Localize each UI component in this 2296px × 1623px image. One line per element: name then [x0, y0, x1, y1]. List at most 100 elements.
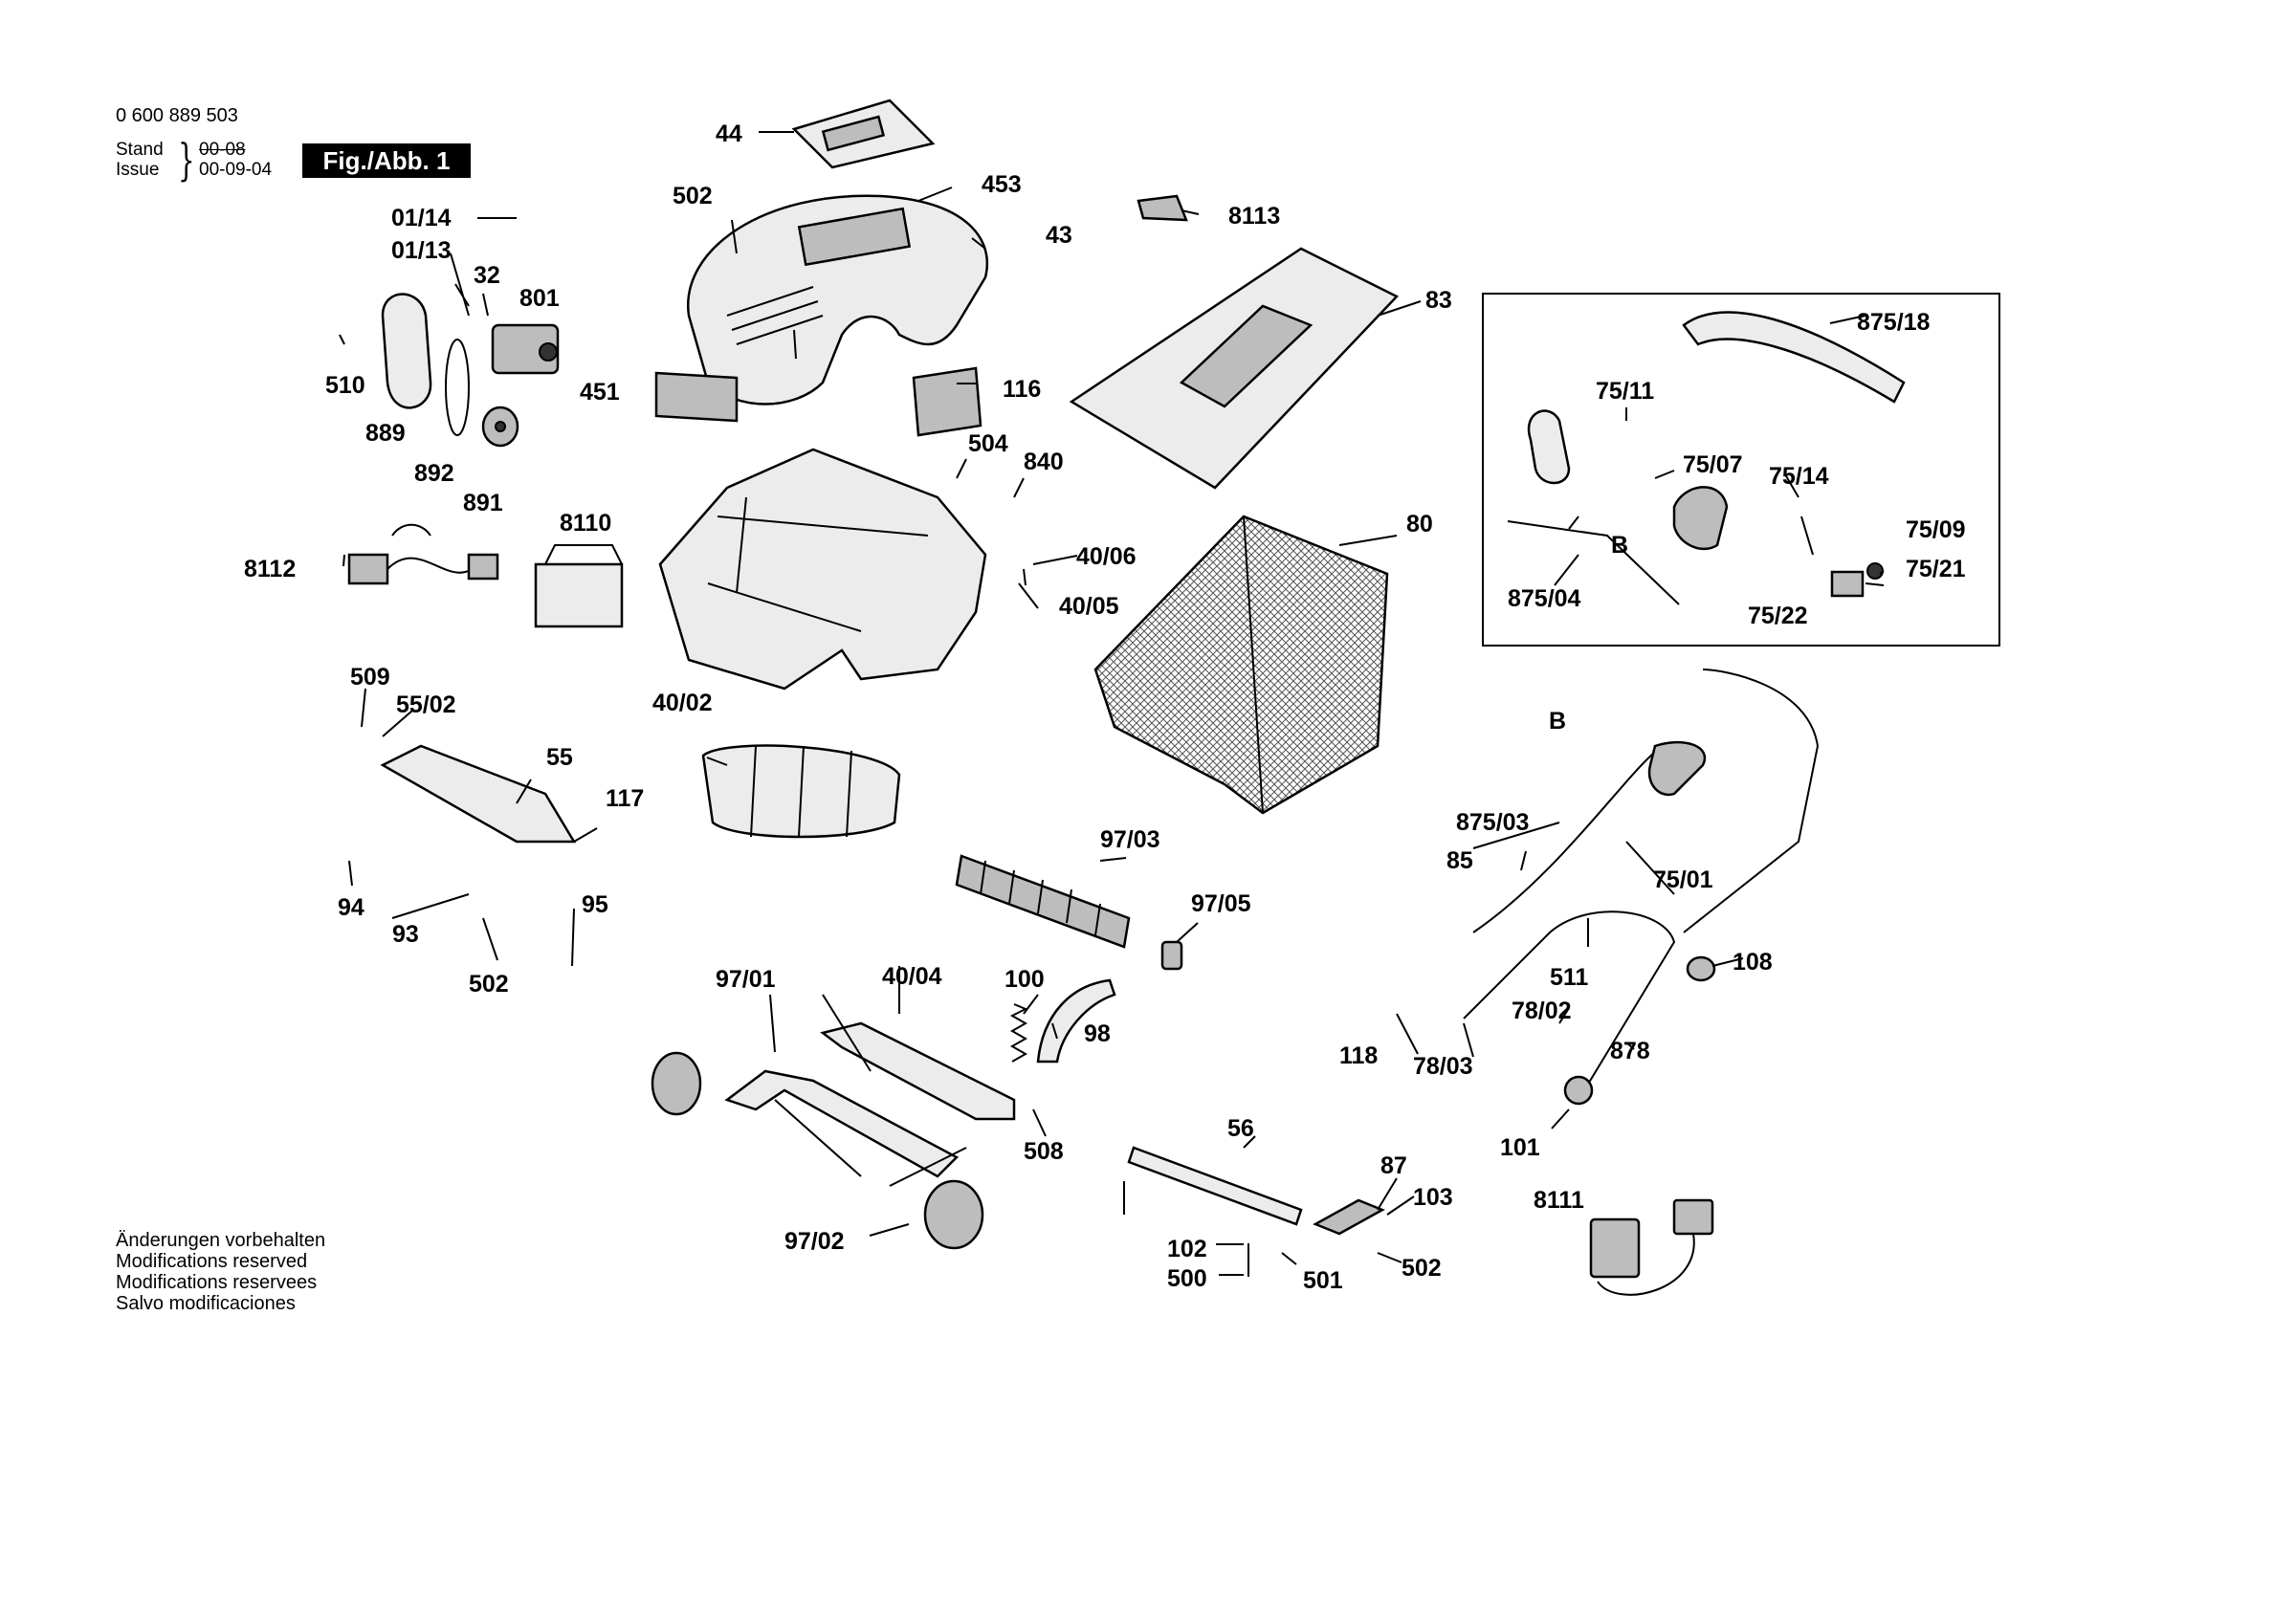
callout-502: 502	[469, 971, 509, 998]
callout-889: 889	[365, 420, 406, 447]
callout-75-09: 75/09	[1906, 516, 1966, 543]
callout-75-22: 75/22	[1748, 603, 1808, 629]
figure-badge: Fig./Abb. 1	[302, 143, 471, 178]
callout-97-02: 97/02	[784, 1228, 845, 1255]
callout-118: 118	[1339, 1042, 1378, 1069]
callout-56: 56	[1227, 1115, 1254, 1142]
callout-108: 108	[1733, 949, 1773, 976]
callout-875-04: 875/04	[1508, 585, 1581, 612]
callout-40-05: 40/05	[1059, 593, 1119, 620]
part-878-lower-handle	[1463, 910, 1676, 1101]
callout-500: 500	[1167, 1265, 1207, 1292]
new-date: 00-09-04	[199, 160, 273, 180]
part-40-02-comb	[701, 744, 901, 839]
callout-98: 98	[1084, 1020, 1111, 1047]
callout-75-07: 75/07	[1683, 451, 1743, 478]
part-small-screws	[339, 219, 1249, 1277]
inset-handle-detail	[1482, 293, 2000, 647]
callout-451: 451	[580, 379, 620, 406]
callout-78-03: 78/03	[1413, 1053, 1473, 1080]
part-116-filter	[912, 366, 982, 437]
part-892-belt	[445, 339, 470, 436]
callout-43: 43	[1046, 222, 1072, 249]
callout-102: 102	[1167, 1236, 1207, 1262]
callout-87: 87	[1380, 1152, 1407, 1179]
issue-label: Issue	[116, 160, 160, 180]
callout-103: 103	[1413, 1184, 1453, 1211]
note-line: Modifications reserved	[116, 1251, 308, 1272]
part-97-02-wheels	[651, 1051, 984, 1250]
callout-875-18: 875/18	[1857, 309, 1931, 336]
callout-891: 891	[463, 490, 503, 516]
callout-b: B	[1611, 532, 1628, 559]
callout-80: 80	[1406, 511, 1433, 537]
part-891-pulley	[481, 406, 519, 448]
callout-892: 892	[414, 460, 454, 487]
callout-55: 55	[546, 744, 573, 771]
callout-75-21: 75/21	[1906, 556, 1966, 582]
part-97-01-frame	[724, 1021, 1016, 1187]
brace-icon: }	[178, 134, 195, 186]
callout-55-02: 55/02	[396, 691, 456, 718]
callout-97-05: 97/05	[1191, 890, 1251, 917]
part-801-motor	[491, 323, 560, 375]
callout-117: 117	[606, 785, 644, 812]
part-44-cover-plate	[791, 99, 936, 169]
callout-01-13: 01/13	[391, 237, 452, 264]
part-83-flap	[1069, 247, 1400, 490]
notes-block: Änderungen vorbehalten Modifications res…	[116, 1230, 325, 1314]
stand-label: Stand	[116, 140, 164, 160]
callout-8110: 8110	[560, 510, 611, 537]
callout-97-01: 97/01	[716, 966, 776, 993]
callout-801: 801	[519, 285, 560, 312]
callout-78-02: 78/02	[1512, 998, 1572, 1024]
callout-93: 93	[392, 921, 419, 948]
callout-511: 511	[1550, 964, 1588, 991]
callout-85: 85	[1446, 847, 1473, 874]
callout-501: 501	[1303, 1267, 1343, 1294]
part-108-cap	[1686, 955, 1716, 982]
callout-75-14: 75/14	[1769, 463, 1829, 490]
part-56-blade	[1127, 1146, 1303, 1226]
part-840-chassis	[658, 448, 987, 691]
callout-840: 840	[1024, 449, 1064, 475]
callout-32: 32	[474, 262, 500, 289]
part-97-03-roller	[955, 854, 1131, 949]
callout-44: 44	[716, 121, 742, 147]
callout-453: 453	[982, 171, 1022, 198]
callout-509: 509	[350, 664, 390, 691]
part-8112-wiring	[347, 523, 499, 585]
part-451-label	[654, 371, 739, 423]
callout-97-03: 97/03	[1100, 826, 1160, 853]
callout-504: 504	[968, 430, 1008, 457]
callout-8113: 8113	[1228, 203, 1280, 230]
callout-875-03: 875/03	[1456, 809, 1529, 836]
part-98-bracket	[1036, 978, 1116, 1064]
note-line: Modifications reservees	[116, 1272, 318, 1293]
callout-8111: 8111	[1534, 1187, 1584, 1214]
leader-lines	[342, 131, 1885, 1276]
callout-502: 502	[1402, 1255, 1442, 1282]
callout-40-06: 40/06	[1076, 543, 1137, 570]
callout-40-04: 40/04	[882, 963, 942, 990]
old-date: 00-08	[199, 140, 246, 160]
part-55-arm	[380, 744, 577, 844]
callout-878: 878	[1610, 1038, 1650, 1064]
callout-8112: 8112	[244, 556, 296, 582]
callout-502: 502	[673, 183, 713, 209]
part-453-hood	[686, 194, 989, 406]
callout-100: 100	[1004, 966, 1045, 993]
callout-95: 95	[582, 891, 608, 918]
part-101-wheel-cap	[1563, 1075, 1594, 1106]
part-8113-clip	[1137, 194, 1188, 222]
part-100-spring	[1009, 1003, 1028, 1063]
callout-b: B	[1549, 708, 1566, 735]
callout-01-14: 01/14	[391, 205, 452, 231]
part-80-grass-box	[1093, 515, 1389, 815]
callout-116: 116	[1003, 376, 1041, 403]
callout-94: 94	[338, 894, 364, 921]
part-8110-battery	[534, 544, 624, 628]
